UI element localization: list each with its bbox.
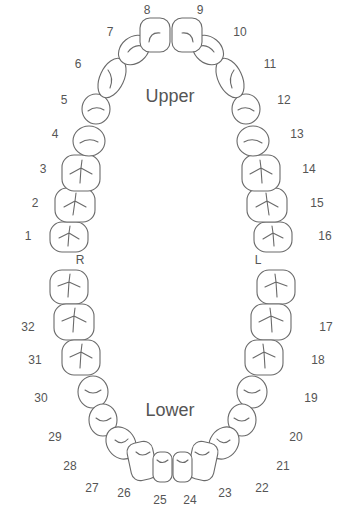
tooth-number: 6	[75, 58, 82, 70]
tooth-number: 29	[48, 431, 61, 443]
tooth-number: 15	[310, 197, 323, 209]
tooth-number: 24	[183, 494, 196, 506]
tooth-number: 16	[318, 230, 331, 242]
tooth-number: 14	[302, 163, 315, 175]
tooth-number: 1	[25, 230, 32, 242]
tooth-number: 3	[40, 163, 47, 175]
tooth-number: 4	[52, 128, 59, 140]
tooth-number: 8	[144, 4, 151, 16]
tooth-number: 22	[255, 482, 268, 494]
tooth-number: 27	[85, 482, 98, 494]
tooth-number: 7	[107, 26, 114, 38]
tooth-number: 2	[32, 197, 39, 209]
tooth-number: 31	[28, 354, 41, 366]
tooth-number: 9	[197, 4, 204, 16]
tooth-number: 18	[311, 354, 324, 366]
arch-label: Upper	[145, 87, 194, 105]
tooth-number: 26	[117, 487, 130, 499]
tooth-number: R	[76, 254, 85, 266]
tooth-number: 32	[21, 321, 34, 333]
tooth-number: L	[255, 254, 262, 266]
tooth-number: 19	[304, 392, 317, 404]
tooth-number: 17	[319, 321, 332, 333]
tooth-number: 11	[264, 58, 276, 70]
tooth-number: 25	[153, 494, 166, 506]
tooth-number: 13	[290, 128, 303, 140]
tooth-number: 10	[233, 26, 246, 38]
tooth-number: 20	[289, 431, 302, 443]
arch-label: Lower	[145, 401, 194, 419]
tooth-number: 5	[61, 94, 68, 106]
tooth-number: 30	[34, 392, 47, 404]
tooth-number: 12	[277, 94, 290, 106]
tooth-number: 28	[63, 460, 76, 472]
tooth-number: 21	[276, 460, 289, 472]
tooth-number: 23	[218, 487, 231, 499]
